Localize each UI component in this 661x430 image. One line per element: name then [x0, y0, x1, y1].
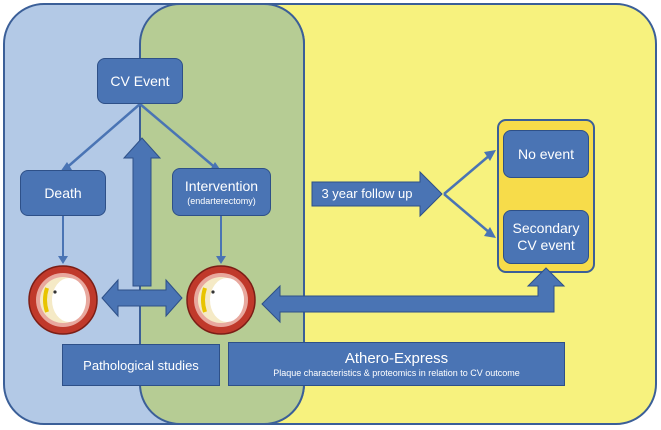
no-event-label: No event	[517, 145, 575, 162]
branch-to-no-event	[443, 154, 491, 195]
secondary-cv-event-box: Secondary CV event	[503, 210, 589, 264]
branch-to-secondary-event	[443, 193, 491, 234]
arrowhead-secondary-event	[484, 227, 496, 238]
cv-event-box: CV Event	[97, 58, 183, 104]
pathological-studies-box: Pathological studies	[62, 344, 220, 386]
arrowhead-no-event	[484, 150, 496, 161]
intervention-label: Intervention	[184, 177, 259, 194]
artery-cross-section-intervention	[186, 265, 256, 335]
athero-express-box: Athero-Express Plaque characteristics & …	[228, 342, 565, 386]
intervention-sublabel: (endarterectomy)	[187, 195, 256, 206]
connector-cv-to-death	[63, 103, 141, 171]
secondary-cv-event-label: Secondary CV event	[512, 220, 580, 253]
connector-cv-to-intervention	[139, 103, 219, 171]
intervention-box: Intervention (endarterectomy)	[172, 168, 271, 216]
horizontal-double-arrow	[101, 278, 183, 318]
athero-express-title: Athero-Express	[344, 349, 449, 367]
death-box: Death	[20, 170, 106, 216]
vertical-up-arrow	[122, 137, 162, 287]
pathological-studies-label: Pathological studies	[83, 357, 199, 373]
arrowhead-death-artery	[58, 256, 68, 264]
no-event-box: No event	[503, 130, 589, 178]
long-feedback-arrow	[261, 267, 566, 324]
cv-event-label: CV Event	[110, 72, 170, 89]
athero-express-subtitle: Plaque characteristics & proteomics in r…	[273, 367, 520, 378]
artery-cross-section-death	[28, 265, 98, 335]
arrowhead-intervention-artery	[216, 256, 226, 264]
arrowhead-death	[60, 162, 72, 172]
follow-up-label: 3 year follow up	[321, 186, 413, 201]
follow-up-arrow	[311, 170, 443, 218]
death-label: Death	[44, 184, 82, 201]
